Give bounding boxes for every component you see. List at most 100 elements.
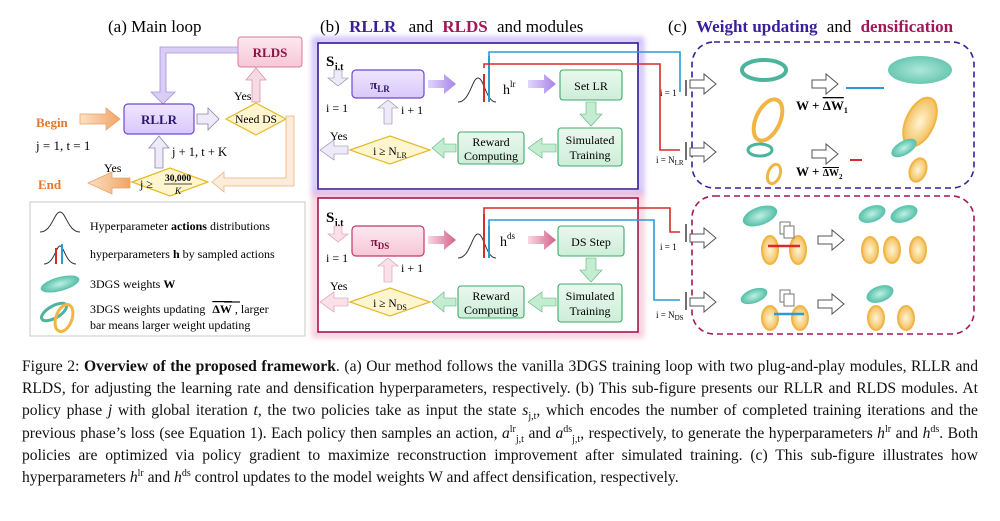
caption-bold: Overview of the proposed framework xyxy=(84,358,336,375)
rllr-exit-arrow xyxy=(319,139,349,161)
rlds-red-line xyxy=(483,207,680,233)
panel-c-prefix: (c) xyxy=(668,17,687,36)
weight-ring-teal xyxy=(740,58,788,82)
rlds-iplus: i + 1 xyxy=(401,261,423,275)
caption-s7: and xyxy=(891,424,923,442)
rllr-module: Sj,t i = 1 πLR hlr i + 1 Set LR Simulate… xyxy=(312,37,687,195)
end-label: End xyxy=(38,177,62,192)
rlds-yes: Yes xyxy=(330,279,348,293)
weight-row1-mid-arrow xyxy=(811,72,839,96)
rllr-out1: i = 1 xyxy=(660,88,677,98)
rllr-state: Sj,t xyxy=(326,54,344,73)
rllr-state-arrow xyxy=(327,69,349,87)
densify-row2-in-arrow xyxy=(689,290,717,314)
panel-c-title: (c) Weight updating and densification xyxy=(668,17,954,36)
panel-b-title: (b) RLLR and RLDS and modules xyxy=(320,17,583,36)
rlds-module: Sj,t i = 1 πDS hds i + 1 DS Step Simulat… xyxy=(312,192,687,338)
weight-ring-orange xyxy=(751,97,785,143)
rllr-sim2: Training xyxy=(570,148,611,162)
weight-ring2-teal xyxy=(746,142,774,158)
caption-a1: a xyxy=(501,424,510,442)
legend-distribution-icon xyxy=(39,211,81,233)
cond-num: 30,000 xyxy=(165,174,191,184)
caption-s2: with global iteration xyxy=(112,402,254,420)
begin-label: Begin xyxy=(36,115,69,130)
weight-eq2: W + ΔW2 xyxy=(796,164,843,181)
legend-sampled-h-icon xyxy=(43,245,77,265)
rllr-label: RLLR xyxy=(141,112,178,127)
rllr-yes: Yes xyxy=(330,129,348,143)
rllr-policy: πLR xyxy=(370,77,390,94)
weight-frame xyxy=(691,41,975,189)
weight-row2-mid-arrow xyxy=(811,142,839,166)
legend-l4: 3DGS weights updating ΔW , larger xyxy=(90,302,269,316)
panel-b-rlds: RLDS xyxy=(442,17,487,36)
begin-init: j = 1, t = 1 xyxy=(35,138,90,153)
caption-fig: Figure 2: xyxy=(22,358,80,375)
rlds-cond-diamond xyxy=(348,287,432,317)
densify-row1-in-arrow xyxy=(689,226,717,250)
caption-s5: and xyxy=(523,424,556,442)
caption-h-ds2: ds xyxy=(181,467,191,479)
rlds-rew1: Reward xyxy=(472,289,509,303)
rllr-rew2: Computing xyxy=(464,149,518,163)
rllr-policy-out-arrow xyxy=(428,74,456,94)
rllr-rew1: Reward xyxy=(472,135,509,149)
rlds-rew-left-arrow xyxy=(431,291,457,313)
densify-frame xyxy=(691,195,975,335)
rlds-exit-arrow xyxy=(319,291,349,313)
caption-h-lr1: lr xyxy=(884,423,892,435)
rlds-rew2: Computing xyxy=(464,303,518,317)
rlds-to-rllr-arrow xyxy=(150,46,239,105)
rlds-outN: i = NDS xyxy=(656,310,684,322)
rllr-policy-box xyxy=(351,69,425,99)
rlds-loop-arrow xyxy=(377,257,399,283)
cond-den: K xyxy=(174,187,182,197)
rllr-sim-box xyxy=(557,127,623,167)
cond-j: j ≥ xyxy=(139,177,153,191)
legend-weight-icon xyxy=(40,275,80,293)
rlds-cond: i ≥ NDS xyxy=(373,298,407,312)
densify-row1-mid-arrow xyxy=(817,228,845,252)
rlds-glow xyxy=(312,192,644,338)
densify-panel xyxy=(689,195,975,335)
needds-down-arrow xyxy=(211,115,295,193)
caption-s6: , respectively, to generate the hyperpar… xyxy=(580,424,878,442)
legend-box xyxy=(29,201,306,337)
caption-s10: control updates to the model weights W a… xyxy=(190,469,679,487)
rllr-set: Set LR xyxy=(574,79,608,93)
figure-caption: Figure 2: Overview of the proposed frame… xyxy=(22,356,978,489)
caption-s1: . (a) Our method follows the vanilla 3DG… xyxy=(22,358,978,420)
panel-b-and: and xyxy=(409,17,434,36)
rllr-set-down-arrow xyxy=(579,101,603,127)
step-label: j + 1, t + K xyxy=(171,145,227,159)
weight-panel: W + ΔW1 W + ΔW2 xyxy=(689,41,975,189)
caption-s8: . Both policies are optimized via policy… xyxy=(22,424,978,487)
caption-s4: , which encodes the number of completed … xyxy=(22,402,978,442)
rllr-to-needds-arrow xyxy=(196,107,220,131)
main-loop: RLDS RLLR Begin j = 1, t = 1 Need DS Yes… xyxy=(35,36,303,197)
weight-row2-in-arrow xyxy=(689,140,717,164)
yes-top: Yes xyxy=(234,89,252,103)
legend-l3: 3DGS weights W xyxy=(90,277,175,291)
rllr-loop-arrow xyxy=(377,99,399,125)
caption-a-sub2: j,t xyxy=(572,433,581,445)
legend: Hyperparameter actions distributions hyp… xyxy=(29,201,306,337)
caption-sjt-sub: j,t xyxy=(528,411,537,423)
rlds-rew-box xyxy=(457,285,525,319)
weight-result2-teal xyxy=(891,138,917,158)
panel-a-title: (a) Main loop xyxy=(108,17,201,36)
rllr-blue-line xyxy=(488,51,681,72)
panel-b-prefix: (b) xyxy=(320,17,340,36)
panel-c-weight: Weight updating xyxy=(696,17,818,36)
rlds-policy: πDS xyxy=(371,234,390,251)
rllr-cond-diamond xyxy=(348,135,432,165)
caption-a-lr: lr xyxy=(509,423,516,435)
rlds-set: DS Step xyxy=(571,235,611,249)
begin-arrow xyxy=(79,107,121,131)
rllr-rew-left-arrow xyxy=(431,137,457,159)
weight-ring2-orange xyxy=(765,162,783,186)
rlds-sim-box xyxy=(557,283,623,323)
caption-t: t xyxy=(253,402,258,420)
rlds-state-arrow xyxy=(327,225,349,243)
